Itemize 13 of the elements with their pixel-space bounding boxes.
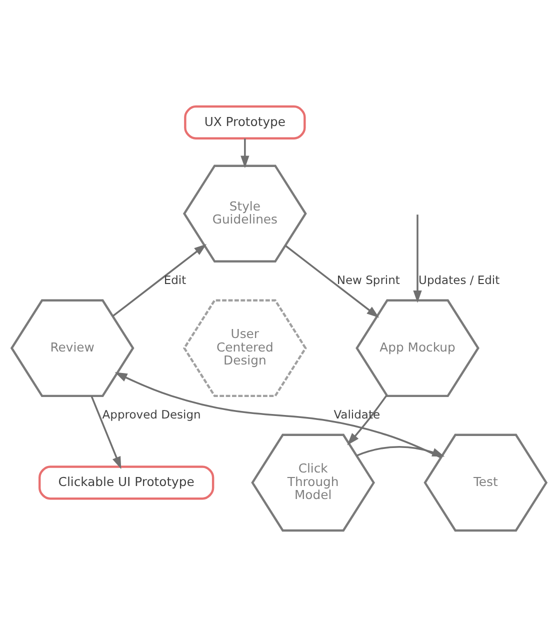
arrow (114, 372, 442, 458)
arrow (356, 446, 445, 457)
arrow (413, 214, 422, 303)
arrow (240, 138, 250, 168)
arrow (112, 244, 207, 317)
arrow (284, 244, 380, 318)
edge-label: New Sprint (336, 272, 400, 287)
edge-label: Updates / Edit (418, 272, 500, 287)
node-box: Clickable UI Prototype (38, 466, 214, 500)
edge-label: Edit (164, 272, 186, 287)
node-box: UX Prototype (184, 105, 306, 140)
arrow (90, 396, 122, 470)
edge-label: Approved Design (102, 407, 201, 422)
